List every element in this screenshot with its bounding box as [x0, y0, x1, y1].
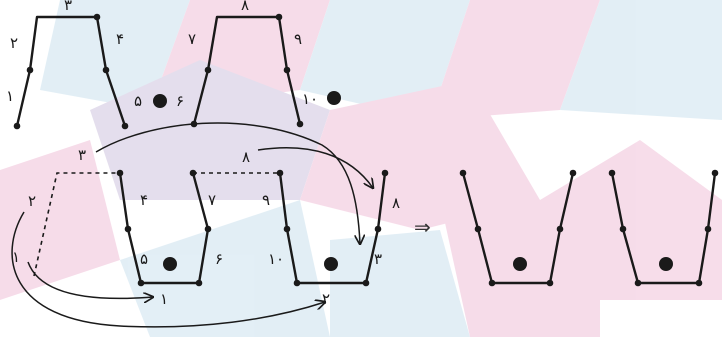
transfer-arrows — [11, 122, 373, 328]
label-1: ۱ — [12, 248, 20, 266]
vertex-dot — [293, 279, 301, 287]
vertex-dot — [124, 225, 132, 233]
vertex-dot — [296, 120, 304, 128]
bottom-right-shape: ۹ ۸ ۱۰ ۳ ۲ — [262, 169, 400, 308]
result-shape-left — [459, 169, 577, 287]
vertex-dot — [26, 66, 34, 74]
label-8: ۸ — [242, 148, 250, 166]
label-3: ۳ — [374, 250, 382, 268]
vertex-dot — [204, 225, 212, 233]
vertex-dot — [283, 225, 291, 233]
arrow-8-to-right — [257, 146, 373, 188]
vertex-dot — [474, 225, 482, 233]
vertex-dot — [116, 169, 124, 177]
label-4: ۴ — [140, 191, 148, 209]
vertex-dot — [634, 279, 642, 287]
vertex-dot — [195, 279, 203, 287]
vertex-dot — [556, 225, 564, 233]
label-6: ۶ — [215, 250, 223, 268]
label-10: ۱۰ — [268, 250, 284, 268]
label-10: ۱۰ — [302, 90, 318, 108]
vertex-dot — [711, 169, 719, 177]
vertex-dot — [102, 66, 110, 74]
vertex-dot — [546, 279, 554, 287]
bottom-left-shape: ۲ ۱ ۳ ۴ ۷ ۸ ۵ ۶ ۱ — [12, 146, 250, 308]
vertex-dot — [695, 279, 703, 287]
vertex-dot — [374, 225, 382, 233]
vertex-dot — [381, 169, 389, 177]
label-2: ۲ — [28, 192, 36, 210]
label-2: ۲ — [10, 34, 18, 52]
result-shape-right — [608, 169, 719, 287]
vertex-dot — [283, 66, 291, 74]
vertex-dot — [13, 122, 21, 130]
top-right-shape: ۷ ۸ ۹ ۱۰ — [188, 0, 341, 128]
center-dot — [153, 94, 167, 108]
label-9: ۹ — [262, 191, 270, 209]
center-dot — [513, 257, 527, 271]
vertex-dot — [121, 122, 129, 130]
dashed-outline — [33, 172, 120, 277]
label-6: ۶ — [176, 92, 184, 110]
label-1: ۱ — [6, 87, 14, 105]
label-5: ۵ — [140, 250, 148, 268]
vertex-dot — [459, 169, 467, 177]
center-dot — [659, 257, 673, 271]
vertex-dot — [569, 169, 577, 177]
arrow-1-to-bottom — [27, 261, 153, 298]
vertex-dot — [619, 225, 627, 233]
label-4: ۴ — [116, 30, 124, 48]
label-1-bottom: ۱ — [160, 290, 168, 308]
vertex-dot — [704, 225, 712, 233]
label-3: ۳ — [78, 146, 86, 164]
implies-arrow: ⇒ — [414, 215, 431, 239]
vertex-dot — [137, 279, 145, 287]
label-7: ۷ — [208, 191, 216, 209]
arrow-2-to-bottom — [11, 211, 325, 328]
label-3: ۳ — [64, 0, 72, 14]
center-dot — [327, 91, 341, 105]
vertex-dot — [608, 169, 616, 177]
label-9: ۹ — [294, 30, 302, 48]
vertex-dot — [189, 169, 197, 177]
top-left-shape: ۱ ۲ ۳ ۴ ۵ ۶ — [6, 0, 184, 130]
center-dot — [324, 257, 338, 271]
vertex-dot — [204, 66, 212, 74]
label-8: ۸ — [241, 0, 249, 14]
label-7: ۷ — [188, 30, 196, 48]
label-2-bottom: ۲ — [322, 290, 330, 308]
arrow-3-to-right — [95, 122, 360, 244]
label-8: ۸ — [392, 194, 400, 212]
vertex-dot — [93, 13, 101, 21]
vertex-dot — [275, 13, 283, 21]
vertex-dot — [276, 169, 284, 177]
vertex-dot — [362, 279, 370, 287]
vertex-dot — [488, 279, 496, 287]
center-dot — [163, 257, 177, 271]
label-5: ۵ — [134, 92, 142, 110]
